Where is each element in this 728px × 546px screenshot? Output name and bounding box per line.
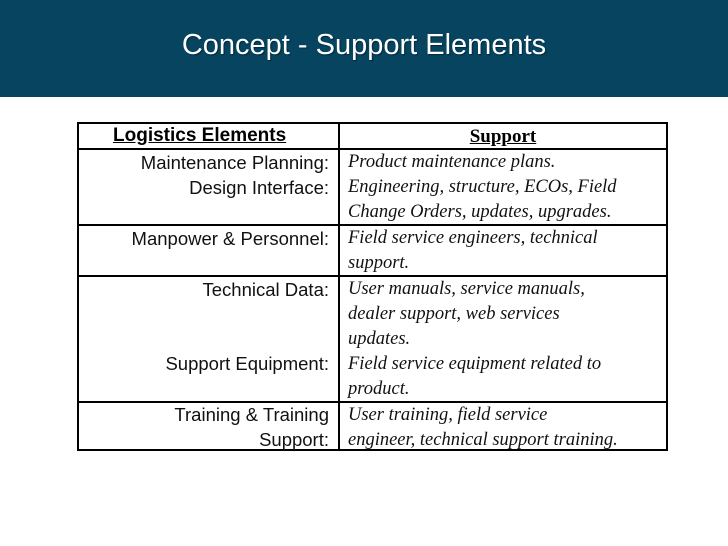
row-divider [79,401,666,403]
support-line: Field service equipment related to [348,354,602,374]
support-line: User manuals, service manuals, [348,279,585,299]
label-line: Training & Training [174,404,329,425]
slide-title: Concept - Support Elements [181,29,547,61]
cell-technical-data-label: Technical Data: [202,279,329,300]
support-line: User training, field service [348,405,548,425]
row-divider [79,224,666,226]
support-line: Engineering, structure, ECOs, Field [348,177,617,197]
row-divider [79,275,666,277]
cell-technical-data-support: User manuals, service manuals, dealer su… [348,277,666,353]
title-bar [0,0,728,97]
support-line: engineer, technical support training. [348,430,618,451]
cell-training-support: User training, field service engineer, t… [348,403,666,453]
support-line: support. [348,253,410,274]
support-line: updates. [348,329,411,350]
cell-training-label: Training & Training Support: [79,402,329,452]
cell-support-equipment-label: Support Equipment: [165,353,329,374]
support-line: Change Orders, updates, upgrades. [348,202,612,223]
support-line: product. [348,379,410,400]
cell-design-interface-support: Engineering, structure, ECOs, Field Chan… [348,175,666,225]
cell-design-interface-label: Design Interface: [189,177,329,198]
cell-support-equipment-support: Field service equipment related to produ… [348,352,666,402]
cell-manpower-personnel-label: Manpower & Personnel: [131,228,329,249]
header-divider [79,148,666,150]
cell-manpower-personnel-support: Field service engineers, technical suppo… [348,226,666,276]
label-line: Support: [259,429,329,450]
support-elements-table: Logistics Elements Support Maintenance P… [77,122,668,451]
header-logistics-elements: Logistics Elements [113,125,287,146]
support-line: dealer support, web services [348,304,560,325]
header-support: Support [469,126,537,147]
column-divider [338,124,340,449]
cell-maintenance-planning-support: Product maintenance plans. [348,152,556,172]
support-line: Field service engineers, technical [348,228,598,248]
cell-maintenance-planning-label: Maintenance Planning: [140,152,329,173]
